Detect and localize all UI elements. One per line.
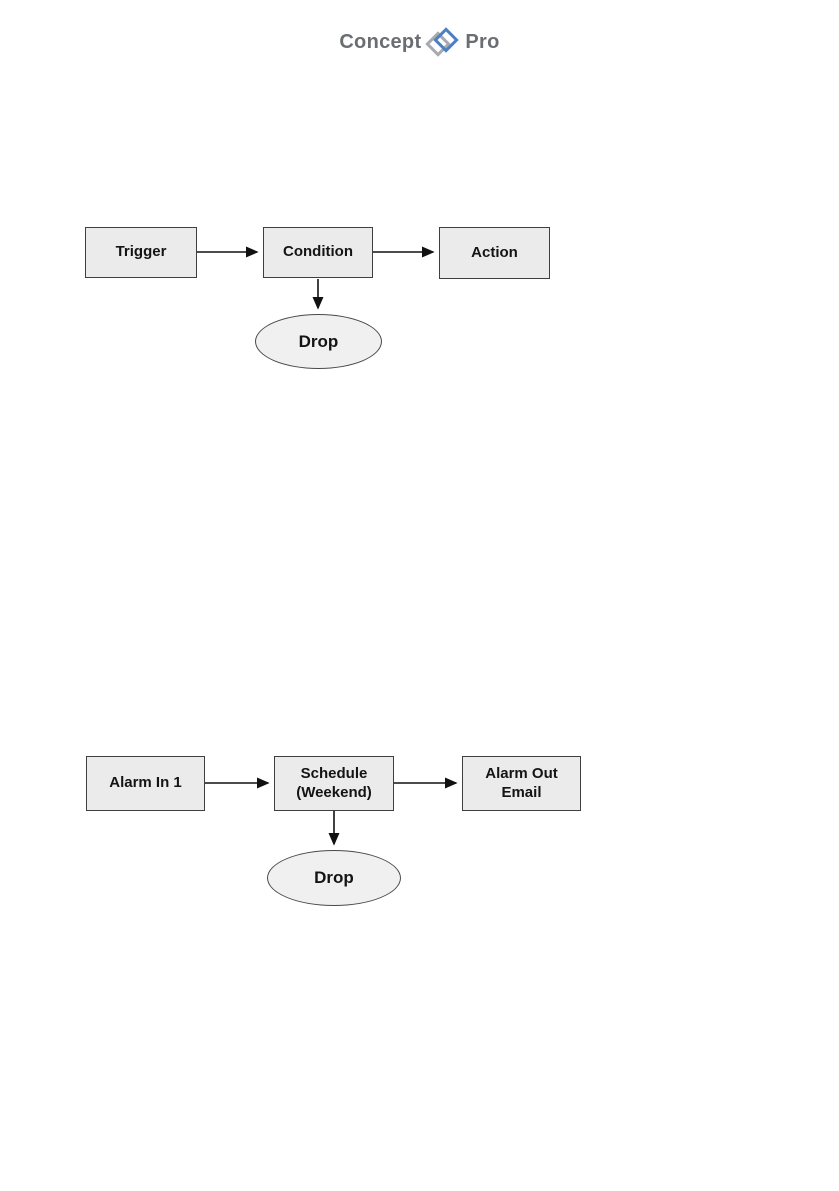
flow-node-alarm-out-email: Alarm Out Email	[462, 756, 581, 811]
flow-node-condition: Condition	[263, 227, 373, 278]
flow-node-action: Action	[439, 227, 550, 279]
flow-node-alarm-in-1: Alarm In 1	[86, 756, 205, 811]
flow-node-schedule-weekend: Schedule (Weekend)	[274, 756, 394, 811]
flow-terminal-drop-2: Drop	[267, 850, 401, 906]
concept-pro-logo: Concept Pro	[0, 27, 839, 57]
flow-node-trigger: Trigger	[85, 227, 197, 278]
logo-text-concept: Concept	[339, 30, 422, 53]
logo-text-pro: Pro	[465, 30, 500, 53]
flow-terminal-drop-1: Drop	[255, 314, 382, 369]
interlocking-diamonds-icon	[425, 27, 460, 57]
